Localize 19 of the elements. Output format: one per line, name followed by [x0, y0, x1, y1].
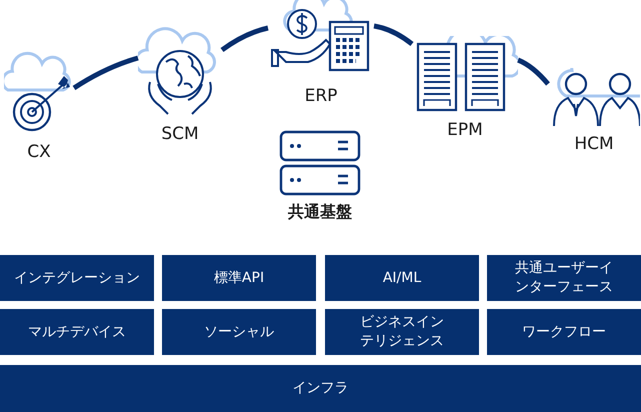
module-box: マルチデバイス — [0, 309, 154, 355]
node-label: HCM — [573, 134, 615, 154]
node-label: EPM — [446, 120, 484, 140]
node-label: 共通基盤 — [287, 202, 353, 222]
connector-line — [517, 58, 550, 86]
connector-line — [72, 56, 139, 90]
connector-line — [374, 24, 414, 46]
node-label: SCM — [160, 124, 200, 144]
module-box: インテグレーション — [0, 255, 154, 301]
module-box: AI/ML — [325, 255, 479, 301]
module-box: ビジネスインテリジェンス — [325, 309, 479, 355]
node-label: ERP — [304, 86, 338, 106]
module-box: ワークフロー — [487, 309, 641, 355]
connector-line — [220, 26, 269, 52]
module-box: インフラ — [0, 365, 641, 412]
module-box: 共通ユーザーインターフェース — [487, 255, 641, 301]
node-label: CX — [26, 142, 52, 162]
module-box: 標準API — [162, 255, 316, 301]
module-box: ソーシャル — [162, 309, 316, 355]
